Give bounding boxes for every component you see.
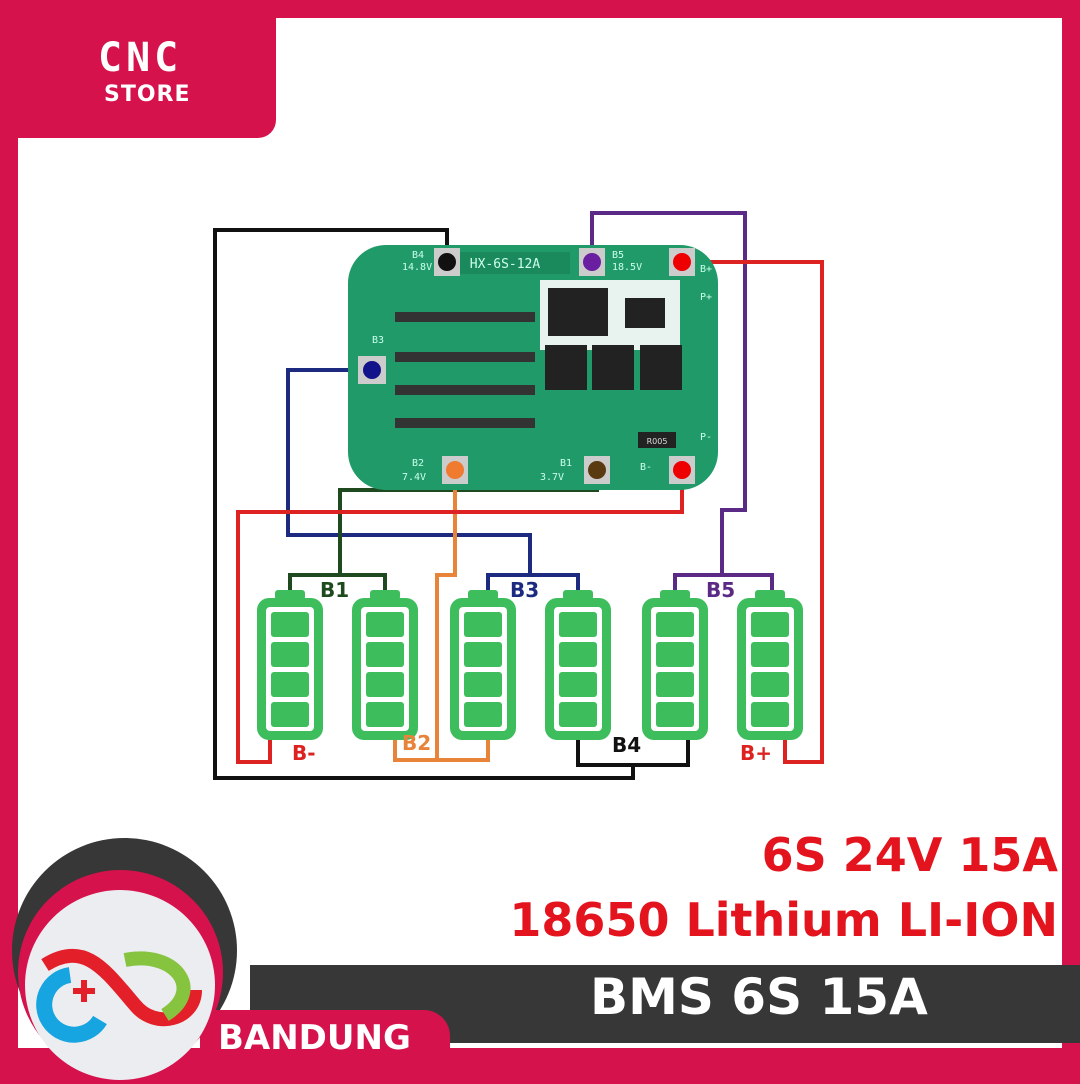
wire-bminus [236, 470, 684, 764]
battery-level-bar [656, 702, 694, 727]
battery-level-bar [464, 702, 502, 727]
battery-level-bar [559, 702, 597, 727]
svg-text:B4: B4 [412, 250, 424, 261]
label-bminus: B- [292, 741, 316, 765]
wire-bplus [682, 260, 824, 764]
svg-text:B3: B3 [372, 335, 384, 346]
battery-level-bar [751, 642, 789, 667]
battery-level-bar [751, 702, 789, 727]
svg-text:P-: P- [700, 432, 712, 443]
label-b5: B5 [706, 578, 735, 602]
label-b2: B2 [402, 731, 431, 755]
product-label: BMS 6S 15A [590, 968, 928, 1026]
pad-b5 [583, 253, 601, 271]
svg-text:P+: P+ [700, 292, 712, 303]
battery-level-bar [559, 672, 597, 697]
svg-text:14.8V: 14.8V [402, 262, 432, 273]
headline-spec: 6S 24V 15A [761, 828, 1058, 882]
logo-text-store: STORE [104, 82, 191, 107]
svg-text:7.4V: 7.4V [402, 472, 426, 483]
battery-level-bar [366, 612, 404, 637]
label-b3: B3 [510, 578, 539, 602]
battery-level-bar [464, 672, 502, 697]
wire-b4-bracket [576, 740, 690, 767]
battery-terminal [755, 590, 785, 600]
battery-level-bar [271, 612, 309, 637]
battery-level-bar [271, 702, 309, 727]
pad-bminus [673, 461, 691, 479]
svg-text:B5: B5 [612, 250, 624, 261]
svg-text:B2: B2 [412, 458, 424, 469]
board-model: HX-6S-12A [470, 257, 541, 272]
pad-b4 [438, 253, 456, 271]
battery-level-bar [464, 642, 502, 667]
wire-b4 [213, 228, 635, 780]
battery-terminal [468, 590, 498, 600]
svg-text:18.5V: 18.5V [612, 262, 642, 273]
battery-terminal [563, 590, 593, 600]
battery-level-bar [656, 642, 694, 667]
logo-text-cnc: CNC [98, 35, 183, 81]
battery-level-bar [464, 612, 502, 637]
battery-level-bar [271, 672, 309, 697]
label-b1: B1 [320, 578, 349, 602]
wire-b1-bracket [288, 573, 387, 592]
battery-level-bar [751, 612, 789, 637]
battery-terminal [660, 590, 690, 600]
svg-text:B1: B1 [560, 458, 572, 469]
headline-battery-type: 18650 Lithium LI-ION [509, 893, 1058, 947]
battery-level-bar [271, 642, 309, 667]
wire-b5 [590, 211, 747, 575]
battery-terminal [370, 590, 400, 600]
svg-text:B-: B- [640, 462, 652, 473]
brand-emblem [25, 890, 215, 1080]
pad-b3 [363, 361, 381, 379]
pad-bplus [673, 253, 691, 271]
battery-level-bar [559, 612, 597, 637]
label-b4: B4 [612, 733, 641, 757]
wire-b2 [435, 470, 457, 760]
battery-level-bar [366, 672, 404, 697]
battery-level-bar [559, 642, 597, 667]
wire-b3 [286, 368, 532, 575]
chip-label: R005 [647, 437, 668, 446]
battery-level-bar [656, 672, 694, 697]
location-tab [200, 1010, 450, 1080]
battery-level-bar [366, 642, 404, 667]
svg-text:B+: B+ [700, 264, 712, 275]
infinity-cross-icon [36, 948, 202, 1043]
battery-level-bar [366, 702, 404, 727]
pad-b1 [588, 461, 606, 479]
battery-level-bar [656, 612, 694, 637]
location-label: BANDUNG [218, 1018, 411, 1058]
battery-terminal [275, 590, 305, 600]
wire-b5-bracket [673, 573, 774, 592]
pad-b2 [446, 461, 464, 479]
battery-level-bar [751, 672, 789, 697]
label-bplus: B+ [740, 741, 772, 765]
wire-b3-bracket [486, 573, 580, 592]
wire-b2-bracket [393, 740, 490, 762]
svg-text:3.7V: 3.7V [540, 472, 564, 483]
store-logo: CNC STORE [18, 18, 276, 138]
